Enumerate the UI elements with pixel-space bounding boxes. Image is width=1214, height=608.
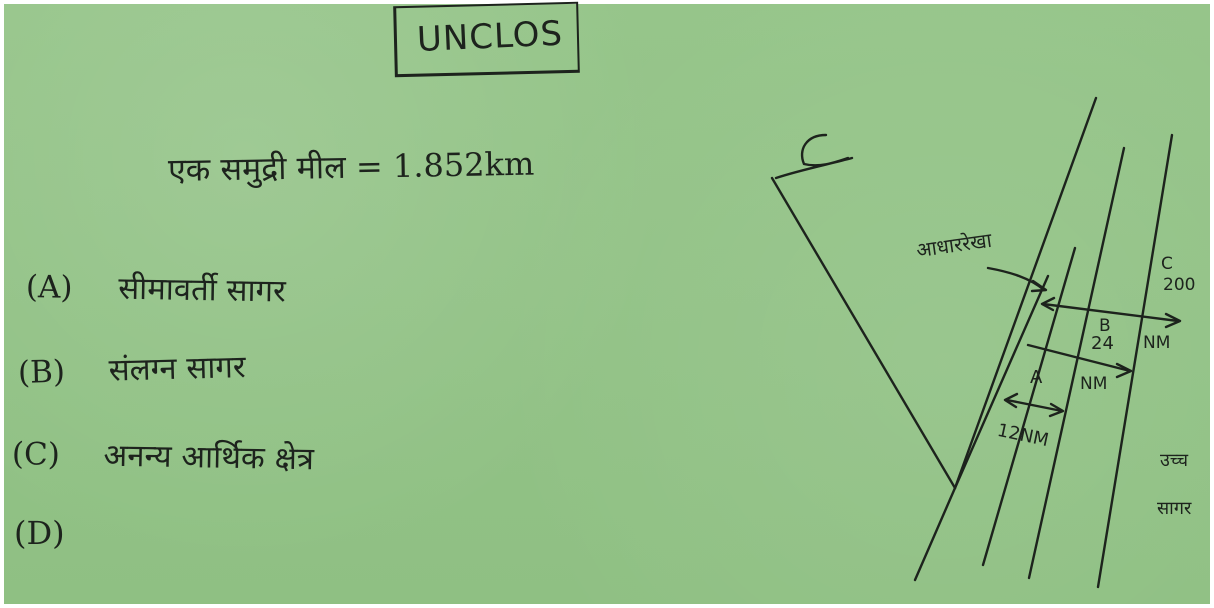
coastline-bottom [913, 486, 957, 582]
zone-c-distance: 200 [1163, 275, 1196, 295]
zone-c-arrowhead-right [1164, 312, 1182, 329]
coast-curl [774, 133, 854, 180]
zone-c-arrowhead-left [1040, 296, 1056, 312]
zone-a-arrow [1005, 398, 1064, 413]
baseline-outer-line [953, 96, 1098, 490]
zone-c-letter: C [1161, 254, 1173, 274]
baseline-inner-line [953, 274, 1050, 490]
zone-b-unit: NM [1080, 374, 1108, 394]
high-sea-label-line2: सागर [1157, 498, 1192, 519]
zone-a-letter: A [1030, 367, 1043, 388]
zone-c-unit: NM [1143, 333, 1171, 353]
zone-b-distance: 24 [1091, 333, 1114, 354]
zone-c-arrow [1041, 302, 1180, 323]
baseline-pointer-arrow [986, 266, 1046, 292]
high-sea-label-line1: उच्च [1160, 450, 1189, 471]
green-paper [4, 4, 1210, 604]
zone-b-arrowhead-right [1115, 362, 1133, 379]
zone-a-outer-line [981, 246, 1077, 567]
zone-c-outer-line [1096, 133, 1174, 589]
zone-b-outer-line [1027, 146, 1126, 580]
zone-b-letter: B [1099, 316, 1111, 336]
item-d-marker: (D) [14, 514, 65, 552]
list-item-d: (D) [14, 514, 65, 552]
zone-a-arrowhead-right [1048, 402, 1065, 418]
zone-a-arrowhead-left [1003, 392, 1019, 409]
zone-b-arrow [1026, 343, 1132, 373]
coastline-left [770, 176, 957, 490]
baseline-pointer-arrowhead [1030, 279, 1048, 293]
